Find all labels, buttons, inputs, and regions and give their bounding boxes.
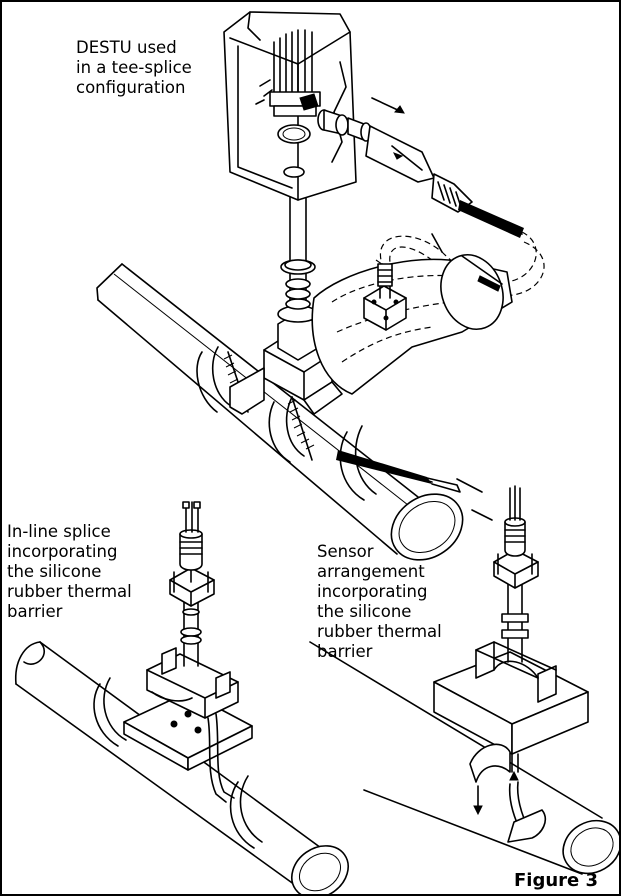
thermal-barrier-pad bbox=[311, 254, 513, 395]
inline-splice-drawing bbox=[15, 501, 349, 894]
figure-title: Figure 3 bbox=[514, 870, 599, 891]
junction-box bbox=[223, 11, 357, 201]
inline-cable bbox=[207, 717, 227, 803]
stem bbox=[280, 183, 316, 310]
inline-pipe-left-end bbox=[15, 641, 41, 685]
caption-inline-splice: In-line splice incorporating the silicon… bbox=[7, 522, 132, 621]
sensor-arrangement-drawing bbox=[309, 485, 619, 875]
inline-conductors bbox=[185, 501, 199, 533]
sensor-stem bbox=[507, 583, 523, 663]
gland-connector bbox=[317, 97, 524, 238]
inline-pipe-opening bbox=[291, 845, 349, 894]
sensor-shell bbox=[469, 743, 511, 783]
sensor-conductors bbox=[509, 485, 521, 521]
tee-body bbox=[229, 305, 343, 415]
caption-sensor-arrangement: Sensor arrangement incorporating the sil… bbox=[317, 542, 442, 661]
heating-cable bbox=[336, 450, 461, 493]
pipe-end-left bbox=[96, 263, 123, 301]
inline-connector-body bbox=[179, 533, 203, 571]
inline-band-1 bbox=[93, 683, 119, 747]
sensor-pipe-top bbox=[309, 641, 603, 819]
inline-pipe-bottom bbox=[15, 683, 303, 891]
sensor-pipe-bottom bbox=[363, 789, 583, 875]
sensor-tape bbox=[507, 809, 547, 843]
inline-band-2 bbox=[229, 781, 255, 849]
sensor-connector bbox=[504, 521, 526, 557]
inline-pipe-break bbox=[23, 641, 46, 665]
caption-destu-tee-splice: DESTU used in a tee-splice configuration bbox=[76, 38, 192, 97]
sensor-pipe-opening bbox=[562, 819, 619, 875]
sensor-probe bbox=[511, 753, 519, 773]
tee-splice-drawing bbox=[96, 11, 545, 561]
